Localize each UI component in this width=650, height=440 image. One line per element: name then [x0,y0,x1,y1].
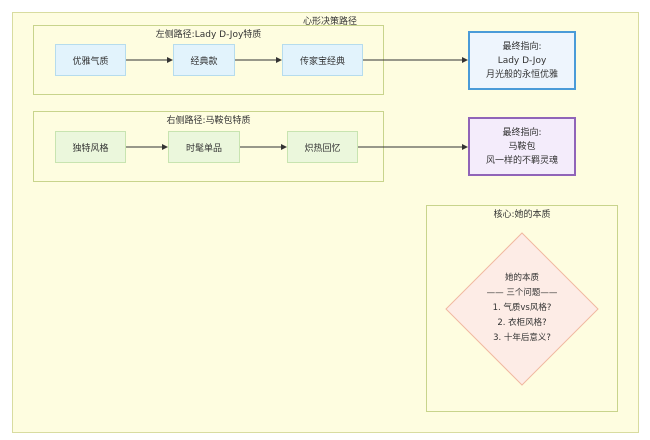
final-saddle-bag[interactable]: 最终指向: 马鞍包 风一样的不羁灵魂 [468,117,576,176]
core-diamond-shape [445,232,599,386]
node-trendy-item[interactable]: 时髦单品 [168,131,240,163]
final-lady-djoy[interactable]: 最终指向: Lady D-Joy 月光般的永恒优雅 [468,31,576,90]
right-path-title: 右侧路径:马鞍包特质 [166,116,251,126]
node-heirloom-classic[interactable]: 传家宝经典 [282,44,363,76]
left-path-title: 左侧路径:Lady D-Joy特质 [155,30,262,40]
node-elegant-temperament[interactable]: 优雅气质 [55,44,126,76]
node-passionate-memory[interactable]: 炽热回忆 [287,131,358,163]
node-unique-style[interactable]: 独特风格 [55,131,126,163]
core-diamond-text[interactable]: 她的本质 —— 三个问题—— 1. 气质vs风格? 2. 衣柜风格? 3. 十年… [486,273,558,343]
node-classic-style[interactable]: 经典款 [173,44,235,76]
diagram-title: 心形决策路径 [302,17,357,27]
core-title: 核心:她的本质 [493,210,551,220]
